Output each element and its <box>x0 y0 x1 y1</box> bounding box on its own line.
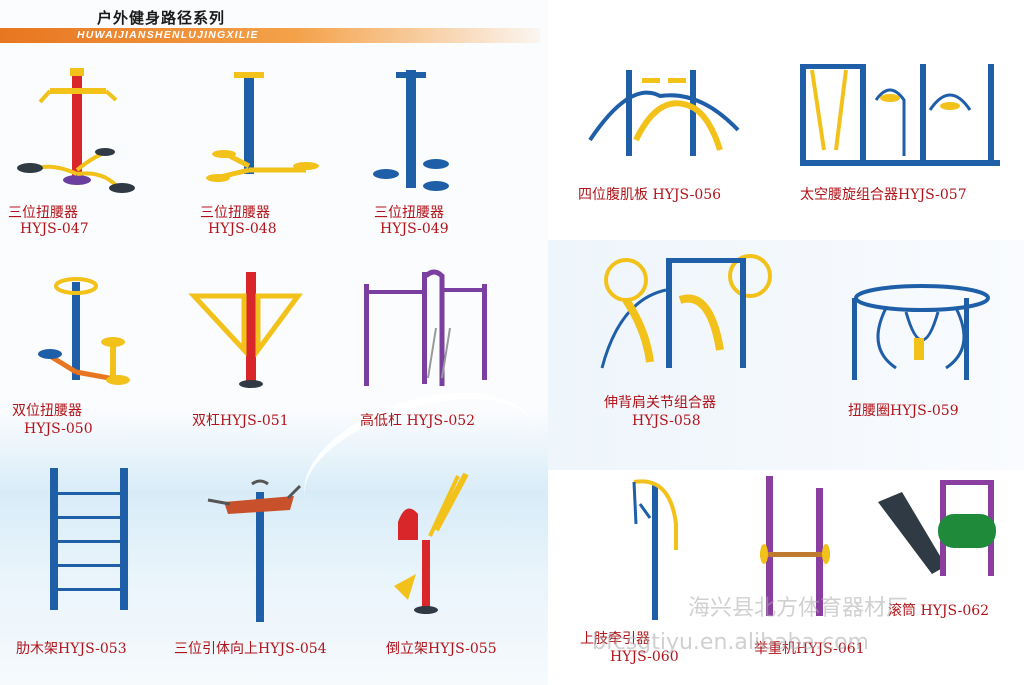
parallel-bars-image <box>188 272 303 388</box>
product-hyjs-052[interactable]: 高低杠 HYJS-052 <box>358 268 518 440</box>
back-shoulder-combo-image <box>600 254 772 369</box>
catalog-title: 户外健身路径系列 <box>97 9 226 27</box>
product-label: 滚筒 HYJS-062 <box>888 603 990 619</box>
twister-2seat-image <box>38 277 130 385</box>
sit-up-board-image <box>588 70 740 156</box>
header-bar: HUWAIJIANSHENLUJINGXILIE <box>0 28 540 43</box>
product-code: HYJS-058 <box>632 413 701 429</box>
product-hyjs-047[interactable]: 三位扭腰器 HYJS-047 <box>8 62 140 242</box>
left-panel <box>0 366 554 685</box>
product-hyjs-053[interactable]: 肋木架HYJS-053 <box>16 466 156 666</box>
upper-limb-puller-image <box>632 479 678 620</box>
product-code: HYJS-049 <box>380 221 449 237</box>
product-label: 扭腰圈HYJS-059 <box>848 403 959 419</box>
product-label: 倒立架HYJS-055 <box>386 641 497 657</box>
product-code: HYJS-060 <box>610 649 679 665</box>
product-name: 上肢牵引器 <box>580 631 650 647</box>
product-label: 太空腰旋组合器HYJS-057 <box>800 187 967 203</box>
product-label: 双杠HYJS-051 <box>192 413 289 429</box>
waist-ring-image <box>852 284 990 380</box>
twister-3seat-image <box>206 72 319 182</box>
background-tint <box>548 240 1024 470</box>
pull-up-station-image <box>207 479 302 622</box>
product-hyjs-058[interactable]: 伸背肩关节组合器 HYJS-058 <box>590 250 780 435</box>
company-watermark: 海兴县北方体育器材厂 <box>688 596 909 621</box>
product-code: HYJS-048 <box>208 221 277 237</box>
product-name: 三位扭腰器 <box>374 205 444 221</box>
twister-3seat-image <box>373 70 449 191</box>
weightlifting-machine-image <box>760 476 830 616</box>
product-hyjs-054[interactable]: 三位引体向上HYJS-054 <box>174 476 364 666</box>
product-hyjs-062[interactable]: 滚筒 HYJS-062 <box>872 474 1012 624</box>
product-hyjs-051[interactable]: 双杠HYJS-051 <box>188 270 320 442</box>
product-name: 三位扭腰器 <box>200 205 270 221</box>
high-low-bars-image <box>364 269 487 386</box>
product-hyjs-056[interactable]: 四位腹肌板 HYJS-056 <box>570 60 770 210</box>
site-watermark: bfcsgtiyu.en.alibaba.com <box>592 630 869 655</box>
product-hyjs-059[interactable]: 扭腰圈HYJS-059 <box>846 278 1006 428</box>
product-hyjs-057[interactable]: 太空腰旋组合器HYJS-057 <box>790 60 1010 210</box>
product-hyjs-061[interactable]: 举重机HYJS-061 <box>730 470 890 666</box>
product-label: 举重机HYJS-061 <box>754 641 865 657</box>
product-hyjs-049[interactable]: 三位扭腰器 HYJS-049 <box>364 62 494 242</box>
product-label: 四位腹肌板 HYJS-056 <box>578 187 722 203</box>
product-name: 三位扭腰器 <box>8 205 78 221</box>
product-label: 三位引体向上HYJS-054 <box>174 641 327 657</box>
catalog-header: 户外健身路径系列 HUWAIJIANSHENLUJINGXILIE <box>0 0 548 46</box>
product-label: 高低杠 HYJS-052 <box>360 413 476 429</box>
wall-bars-image <box>50 468 128 610</box>
product-hyjs-060[interactable]: 上肢牵引器 HYJS-060 <box>580 474 700 670</box>
product-hyjs-048[interactable]: 三位扭腰器 HYJS-048 <box>196 62 326 242</box>
twister-3seat-image <box>17 68 135 193</box>
product-hyjs-055[interactable]: 倒立架HYJS-055 <box>386 470 536 666</box>
roller-image <box>878 480 996 576</box>
product-code: HYJS-047 <box>20 221 89 237</box>
product-name: 伸背肩关节组合器 <box>604 395 716 411</box>
space-walker-combo-image <box>800 64 1000 166</box>
product-name: 双位扭腰器 <box>12 403 82 419</box>
product-code: HYJS-050 <box>24 421 93 437</box>
catalog-subtitle: HUWAIJIANSHENLUJINGXILIE <box>77 29 259 41</box>
product-hyjs-050[interactable]: 双位扭腰器 HYJS-050 <box>10 272 150 444</box>
handstand-rack-image <box>394 472 469 614</box>
product-label: 肋木架HYJS-053 <box>16 641 127 657</box>
snow-background <box>0 410 548 685</box>
